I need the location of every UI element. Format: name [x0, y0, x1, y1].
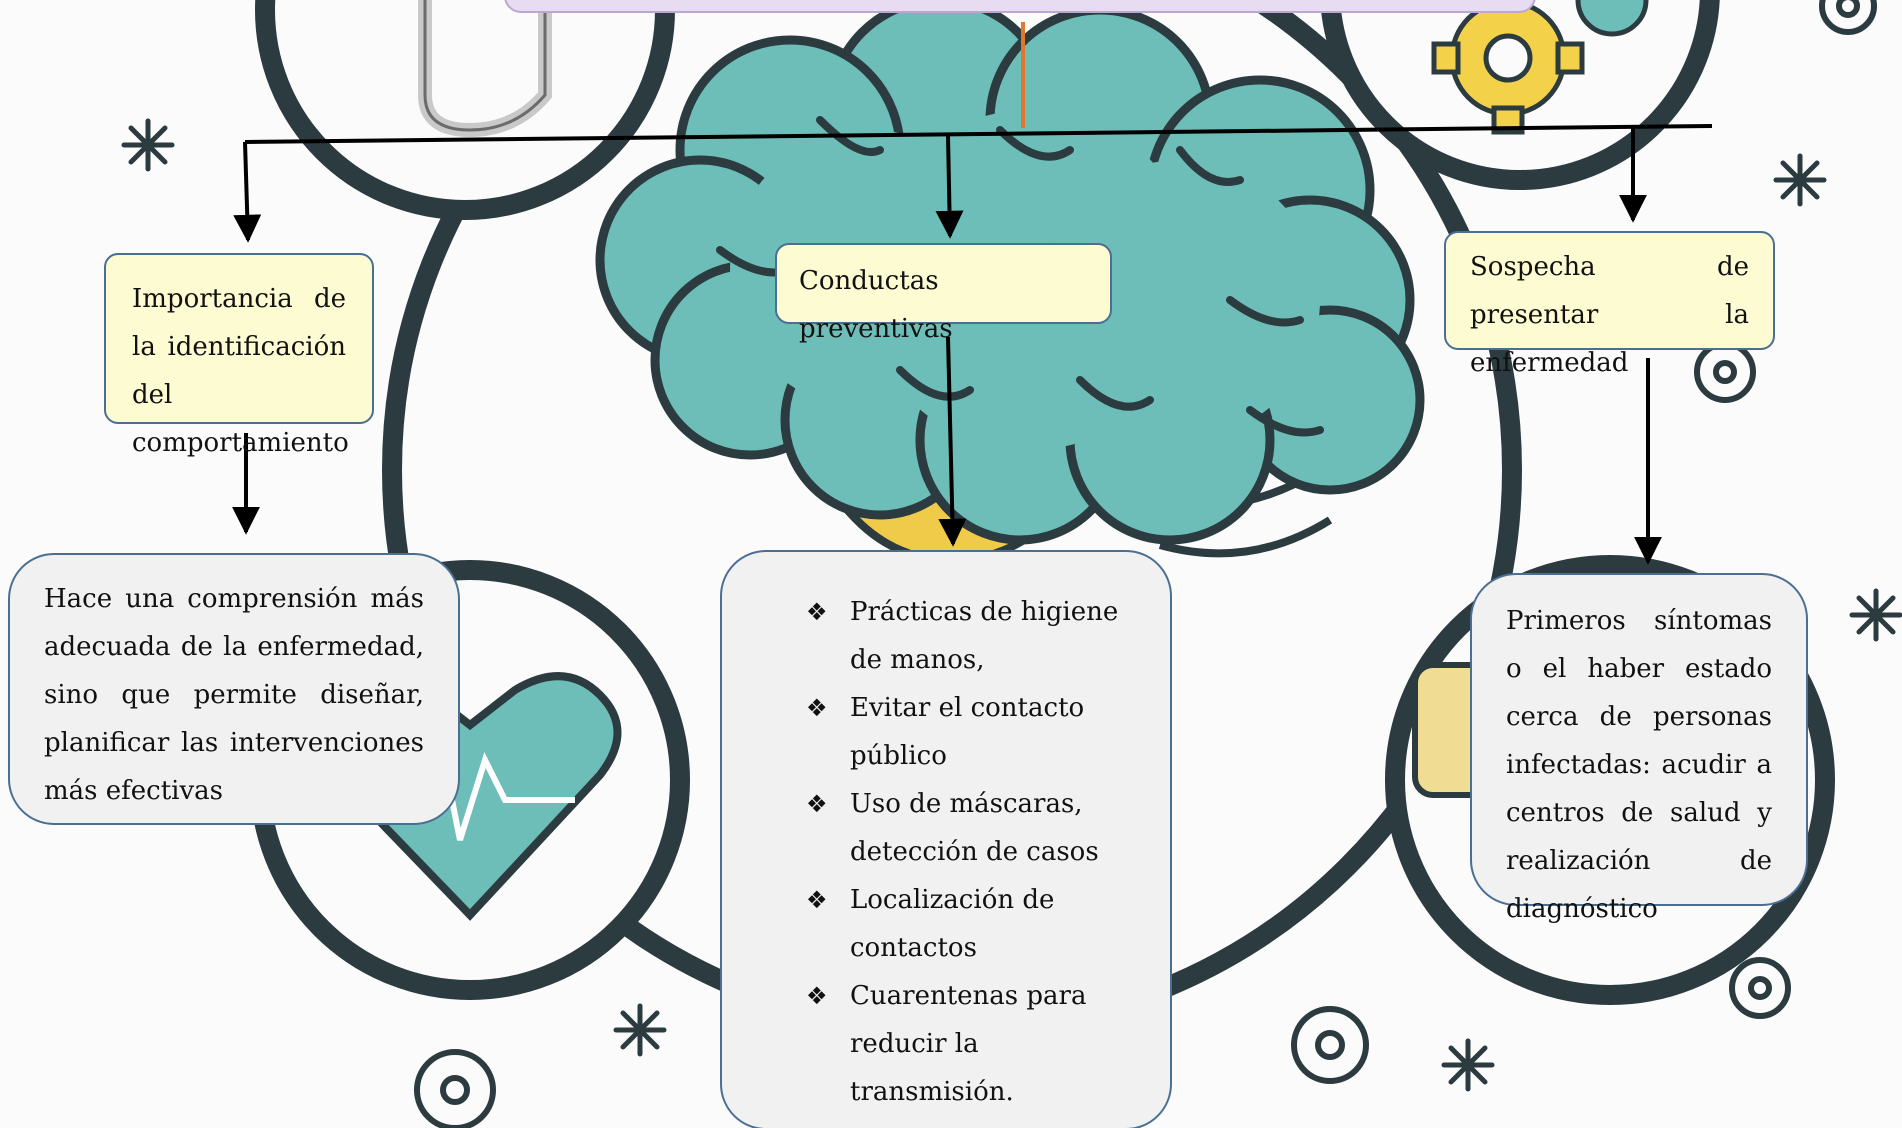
list-item: ❖ Uso de máscaras, detección de casos: [806, 780, 1140, 876]
list-item: ❖ Prácticas de higiene de manos,: [806, 588, 1140, 684]
arrow-to-practices: [938, 336, 967, 547]
list-item-text: Cuarentenas para reducir la transmisión.: [850, 981, 1087, 1107]
node-understanding-label: Hace una comprensión más adecuada de la …: [44, 584, 424, 806]
list-item: ❖ Localización de contactos: [806, 876, 1140, 972]
title-box-edge: [504, 0, 1536, 13]
node-importance-label: Importancia de la identificación del com…: [132, 284, 349, 458]
node-importance: Importancia de la identificación del com…: [104, 253, 374, 458]
node-suspicion-label: Sospecha de presentar la enfermedad: [1470, 252, 1749, 378]
four-diamond-bullet-icon: ❖: [806, 790, 828, 818]
list-item-text: Uso de máscaras, detección de casos: [850, 789, 1099, 867]
four-diamond-bullet-icon: ❖: [806, 982, 828, 1010]
main-horizontal-connector: [244, 124, 1713, 144]
list-item: ❖ Cuarentenas para reducir la transmisión…: [806, 972, 1140, 1116]
list-item-text: Prácticas de higiene de manos,: [850, 597, 1119, 675]
sparkle-icon: [121, 118, 1902, 1092]
node-preventive: Conductas preventivas: [775, 243, 1112, 344]
node-symptoms-label: Primeros síntomas o el haber estado cerc…: [1506, 606, 1772, 924]
arrow-to-importance: [233, 141, 262, 243]
ring-icon: [414, 0, 1877, 1128]
list-item: ❖ Evitar el contacto público: [806, 684, 1140, 780]
four-diamond-bullet-icon: ❖: [806, 886, 828, 914]
node-preventive-label: Conductas preventivas: [799, 266, 953, 344]
four-diamond-bullet-icon: ❖: [806, 598, 828, 626]
four-diamond-bullet-icon: ❖: [806, 694, 828, 722]
node-suspicion: Sospecha de presentar la enfermedad: [1444, 231, 1775, 378]
node-understanding: Hace una comprensión más adecuada de la …: [8, 553, 460, 825]
arrow-to-preventive: [935, 135, 964, 239]
node-symptoms: Primeros síntomas o el haber estado cerc…: [1470, 573, 1808, 924]
brain-illustration: [595, 0, 1425, 545]
practices-list: ❖ Prácticas de higiene de manos, ❖ Evitar …: [806, 588, 1140, 1116]
list-item-text: Localización de contactos: [850, 885, 1055, 963]
list-item-text: Evitar el contacto público: [850, 693, 1085, 771]
node-practices: ❖ Prácticas de higiene de manos, ❖ Evitar …: [720, 550, 1172, 1128]
